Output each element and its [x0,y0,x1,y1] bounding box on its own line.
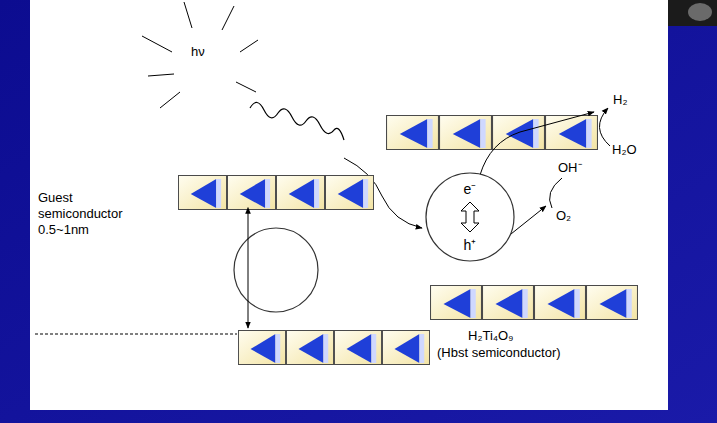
chemical-label: hν [191,44,205,60]
layer-cell [227,176,275,210]
particle-circle [426,173,514,261]
layer-cell [286,331,333,365]
hole-label: h⁺ [464,237,477,253]
chemical-label: H₂ [613,92,627,108]
spacing-arrow [248,213,249,328]
layer-cell [587,286,638,320]
layer-cell [334,331,381,365]
layer-cell [546,116,598,150]
layer-cell [276,176,324,210]
chemical-label: O₂ [556,208,571,224]
layer-cell [387,116,439,150]
dashed-guide [35,334,237,335]
layer-cell [238,331,285,365]
photo-corner [668,0,717,26]
layer-cell [440,116,492,150]
exchange-arrow [461,202,479,232]
layer-cell [483,286,534,320]
layer-cell [382,331,429,365]
layer-blocks [178,116,637,365]
white-panel [30,0,668,410]
chemical-label: H₂O [612,142,637,158]
charge-particle: e⁻ h⁺ [425,172,515,262]
layer-cell [325,176,373,210]
layer-cell [431,286,482,320]
layer-cell [535,286,586,320]
h2-curve [599,108,610,146]
guest-particle [234,228,318,312]
electron-label: e⁻ [464,181,477,197]
dimension-label: Guest semiconductor 0.5~1nm [38,190,134,238]
chemical-label: OH⁻ [558,160,582,176]
o2-curve [550,178,562,208]
chemical-label: H₂Ti₄O₉ [468,328,513,344]
electron-arrow [480,112,594,175]
layer-cell [178,176,226,210]
sun-rays [142,2,258,108]
light-wave [250,102,344,140]
chemical-label: (Hbst semiconductor) [437,345,561,361]
